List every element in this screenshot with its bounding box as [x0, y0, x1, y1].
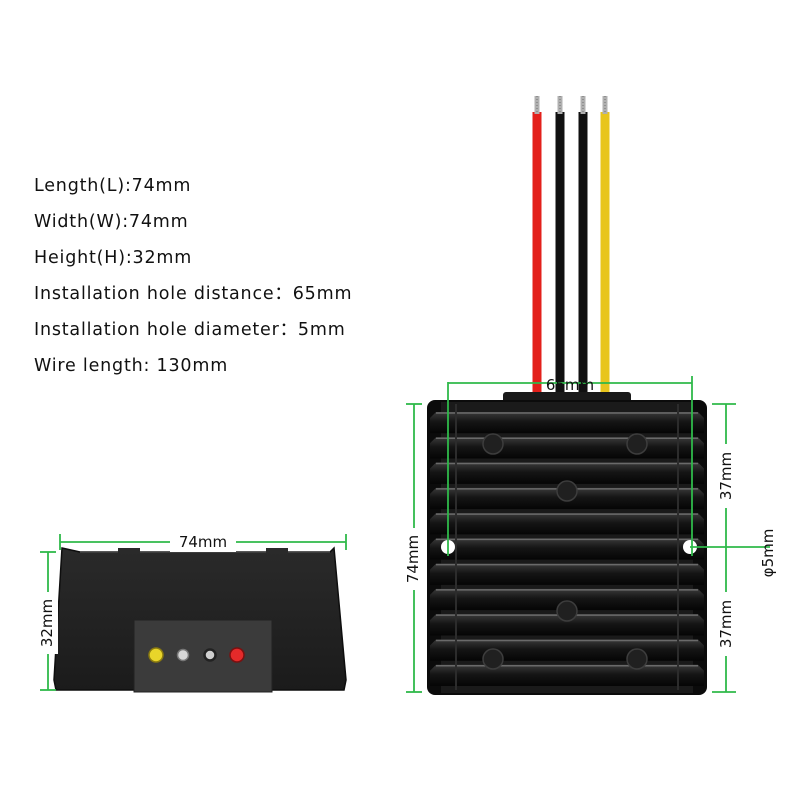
- heatsink-fin: [430, 437, 704, 459]
- spec-hole-distance: Installation hole distance：65mm: [34, 284, 353, 304]
- heatsink-fin: [430, 513, 704, 535]
- spec-length: Length(L):74mm: [34, 176, 192, 196]
- wires: [532, 96, 610, 400]
- top-half-upper-label: 37mm: [717, 452, 735, 500]
- terminal-screw-silver: [176, 648, 190, 662]
- heatsink-fin: [430, 462, 704, 484]
- side-view: 74mm 32mm: [38, 532, 347, 693]
- spec-hole-diameter: Installation hole diameter：5mm: [34, 320, 346, 340]
- terminal-plate: [133, 619, 273, 693]
- spec-wire-length: Wire length: 130mm: [34, 356, 229, 376]
- heatsink-fin: [430, 412, 704, 434]
- heatsink-fin: [430, 588, 704, 611]
- heatsink-fin: [430, 614, 704, 636]
- spec-width: Width(W):74mm: [34, 212, 189, 232]
- top-view: 65mm 74mm 37mm 37mm φ5mm: [404, 96, 777, 695]
- spec-height: Height(H):32mm: [34, 248, 193, 268]
- heatsink-fin: [430, 538, 704, 560]
- heatsink-fins: [430, 404, 704, 690]
- terminal-screw-black: [203, 648, 217, 662]
- top-half-lower-label: 37mm: [717, 600, 735, 648]
- terminal-screw-yellow: [148, 647, 164, 663]
- side-view-tab-right: [266, 548, 288, 554]
- hole-distance-label: 65mm: [546, 376, 594, 394]
- spec-list: Length(L):74mm Width(W):74mm Height(H):3…: [34, 172, 352, 388]
- screws: [482, 433, 648, 670]
- side-view-tab-left: [118, 548, 140, 554]
- hole-diameter-label: φ5mm: [759, 529, 777, 578]
- top-height-label: 74mm: [404, 535, 422, 583]
- side-width-label: 74mm: [179, 533, 227, 551]
- heatsink-fin: [430, 639, 704, 661]
- terminal-screw-red: [229, 647, 245, 663]
- heatsink-fin: [430, 664, 704, 686]
- hole-distance-dimension: [447, 376, 693, 556]
- side-height-label: 32mm: [38, 599, 56, 647]
- heatsink-fin: [430, 563, 704, 585]
